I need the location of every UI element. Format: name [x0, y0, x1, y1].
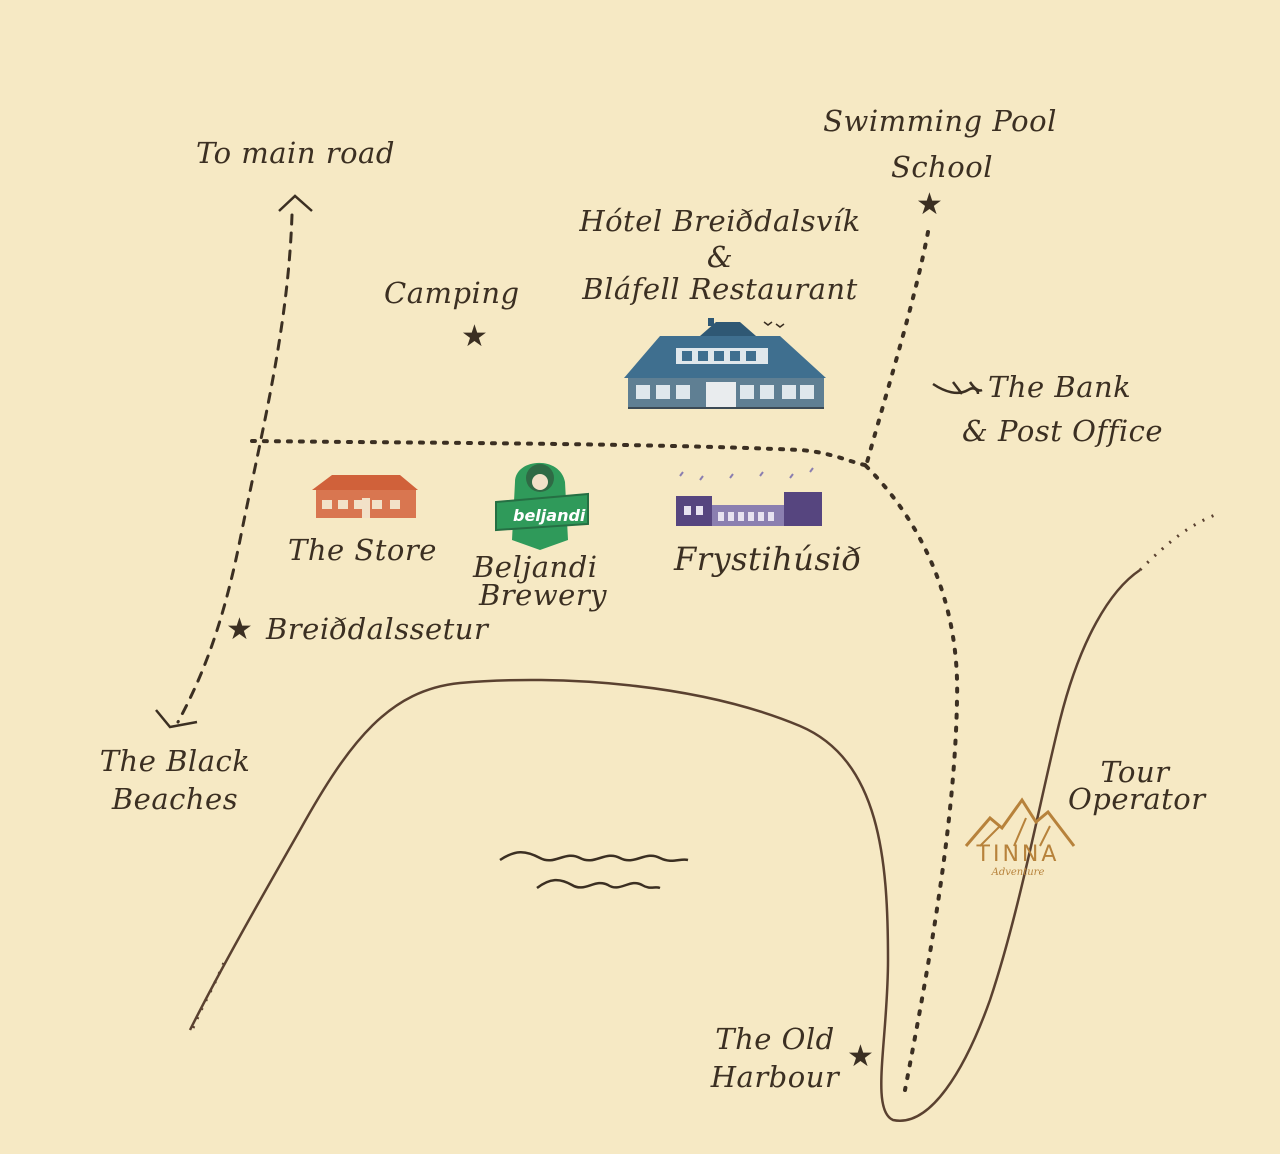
arrow-down-icon: [155, 709, 198, 729]
wave-icon: [499, 851, 689, 862]
road-main: [176, 213, 294, 724]
label-swimming-pool: Swimming Pool: [823, 104, 1057, 138]
label-old-harbour-line2: Harbour: [710, 1060, 840, 1094]
coastline-dotted-east: [1138, 513, 1216, 572]
store-building-icon: [312, 475, 418, 518]
label-bank: The Bank: [988, 370, 1132, 404]
tinna-logo-name: TINNA: [976, 842, 1060, 867]
label-frystihusid: Frystihúsið: [674, 540, 862, 578]
hotel-building-icon: [624, 318, 826, 409]
coastline: [188, 568, 1141, 1122]
road-school: [864, 230, 930, 468]
tinna-logo-sub: Adventure: [991, 867, 1045, 878]
label-tour-line1: Tour: [1100, 755, 1170, 789]
label-brewery-line2: Brewery: [479, 578, 608, 612]
label-post-office: & Post Office: [962, 414, 1164, 448]
beljandi-logo-text: beljandi: [513, 506, 586, 525]
tinna-logo: TINNA Adventure: [960, 800, 1076, 878]
label-old-harbour-line1: The Old: [715, 1022, 835, 1056]
road-harbour: [864, 464, 960, 1092]
label-tour-line2: Operator: [1068, 782, 1206, 816]
fish-icon: [932, 381, 983, 395]
road-horizontal: [250, 439, 867, 467]
label-breiddalssetur: Breiðdalssetur: [266, 612, 489, 646]
label-hotel-line1: Hótel Breiðdalsvík: [579, 204, 861, 238]
star-icon: ★: [847, 1039, 874, 1074]
label-camping: Camping: [384, 276, 520, 310]
label-school: School: [891, 150, 993, 184]
star-icon: ★: [226, 612, 253, 647]
star-icon: ★: [916, 187, 943, 222]
label-brewery-line1: Beljandi: [473, 550, 598, 584]
label-main-road: To main road: [196, 136, 395, 170]
label-black-beaches-line2: Beaches: [111, 782, 239, 816]
label-black-beaches-line1: The Black: [99, 744, 251, 778]
star-icon: ★: [461, 319, 488, 354]
wave-icon: [536, 878, 661, 890]
mountain-logo-icon: [964, 797, 1076, 847]
label-hotel-amp: &: [706, 240, 734, 274]
arrow-up-icon: [278, 194, 313, 212]
label-hotel-line2: Bláfell Restaurant: [582, 272, 858, 306]
label-store: The Store: [288, 533, 437, 567]
factory-building-icon: [676, 467, 822, 526]
brewery-logo-icon: beljandi: [495, 462, 589, 550]
